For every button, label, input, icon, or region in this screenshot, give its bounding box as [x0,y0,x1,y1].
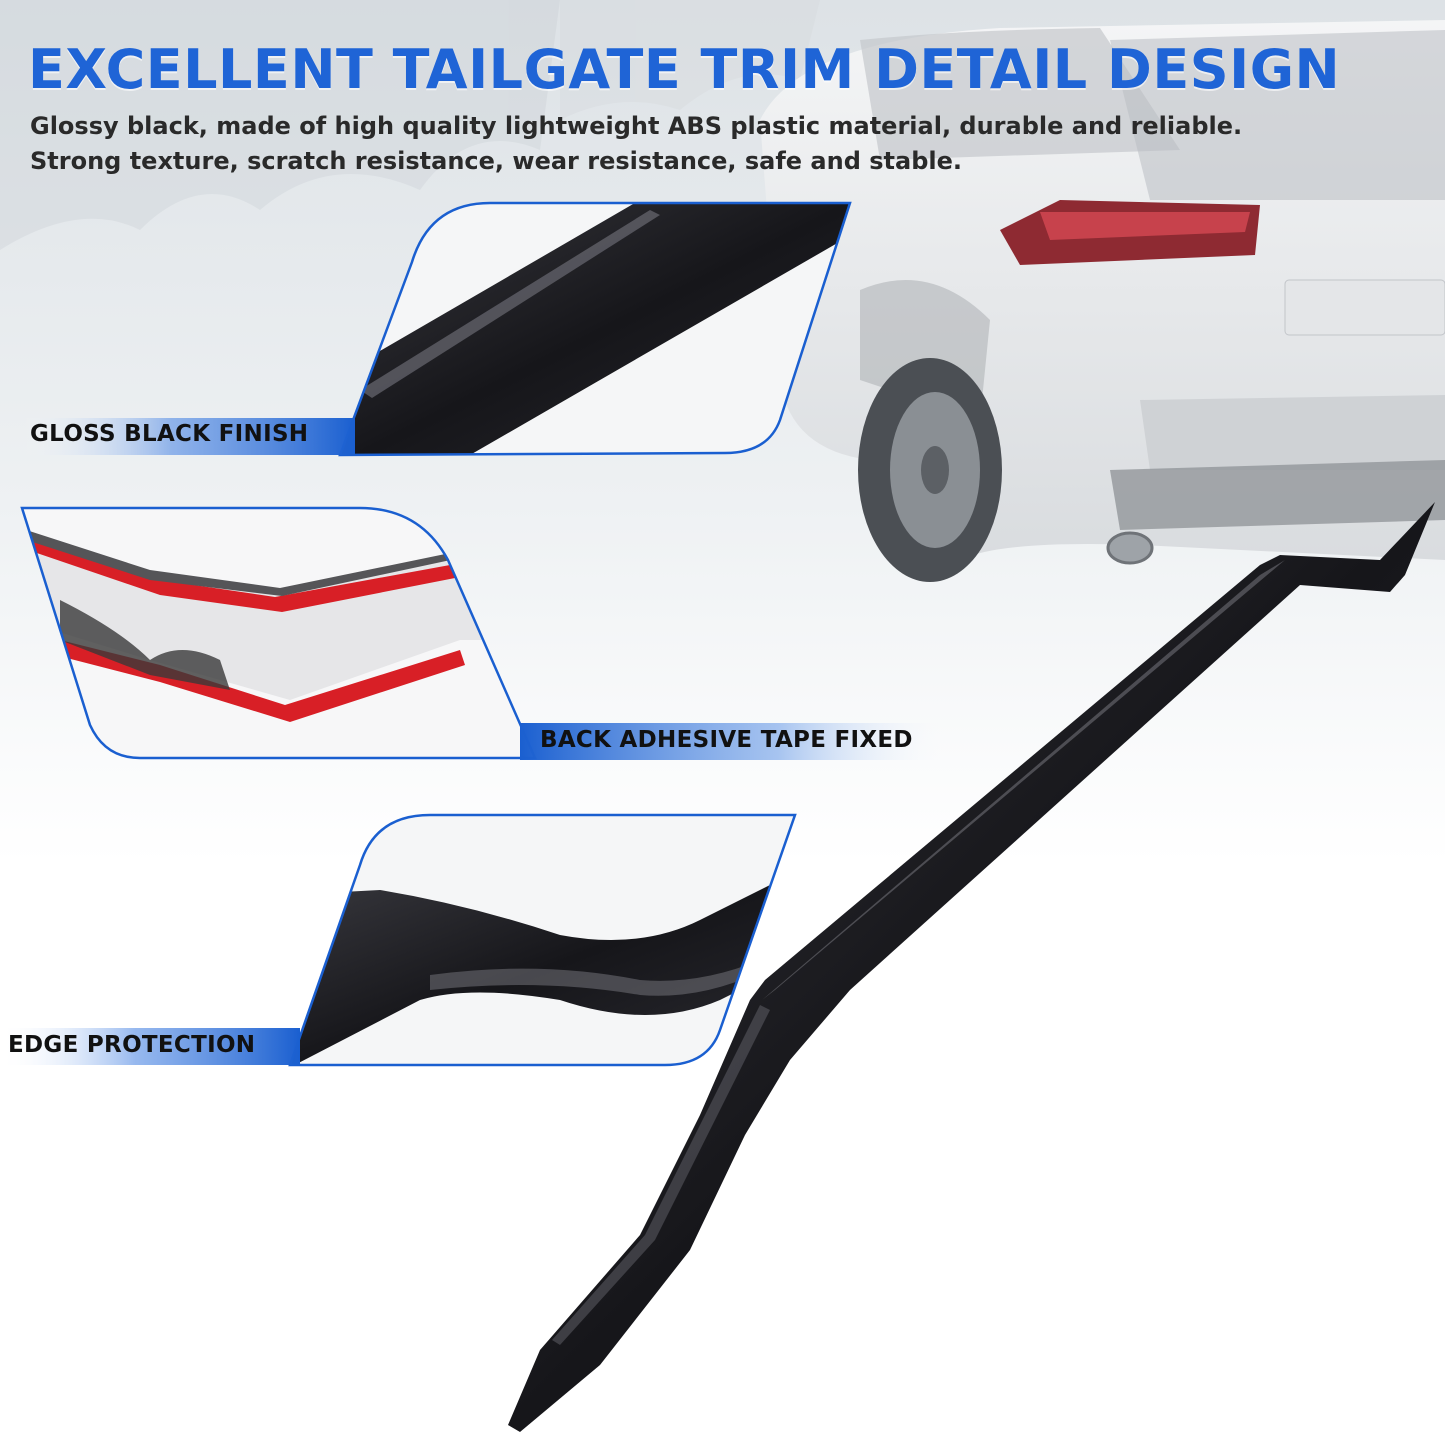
gloss-finish-panel [20,201,852,457]
gloss-finish-tab [20,418,355,455]
description-line-2: Strong texture, scratch resistance, wear… [30,147,963,175]
edge-protection-panel [0,813,797,1067]
tailgate-trim-piece [508,502,1435,1432]
adhesive-strip-bottom [55,640,465,722]
adhesive-strip-top [28,535,455,612]
adhesive-tape-panel [20,506,950,760]
edge-protection-tab [0,1028,300,1065]
callout-label-gloss-finish: GLOSS BLACK FINISH [30,421,309,447]
license-plate [1284,279,1445,336]
suv-rear [760,20,1445,582]
snowy-trees [0,0,820,250]
exhaust-tip [1106,531,1154,565]
rear-bumper [1110,460,1445,530]
adhesive-tape-tab [520,723,950,760]
callout-label-adhesive-tape: BACK ADHESIVE TAPE FIXED [540,727,913,753]
headline: EXCELLENT TAILGATE TRIM DETAIL DESIGN [28,38,1341,101]
description-line-1: Glossy black, made of high quality light… [30,112,1243,140]
callout-label-edge-protection: EDGE PROTECTION [8,1032,256,1058]
